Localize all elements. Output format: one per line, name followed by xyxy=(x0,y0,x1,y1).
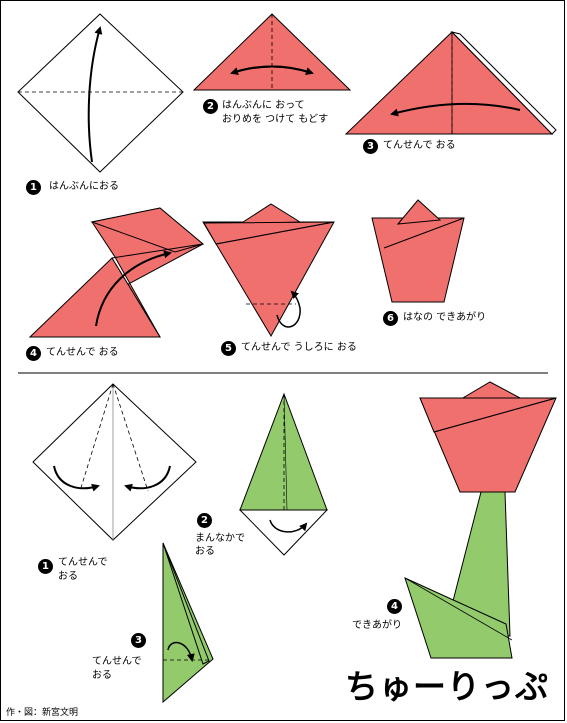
stem-step2-label-line2: おる xyxy=(195,546,215,557)
flower-step2-label-line2: おりめを つけて もどす xyxy=(222,114,329,125)
stem-step3-number: 3 xyxy=(131,633,146,648)
stem-step2-paper xyxy=(238,392,329,556)
final-tulip xyxy=(404,381,557,659)
stem-step3-label-line2: おる xyxy=(92,670,112,681)
flower-step5-label: てんせんで うしろに おる xyxy=(241,342,357,353)
flower-step1-number: 1 xyxy=(26,180,41,195)
flower-step5-number: 5 xyxy=(221,341,236,356)
flower-step6-label: はなの できあがり xyxy=(403,312,487,323)
stem-step1-label-line2: おる xyxy=(58,571,78,582)
flower-step3-number: 3 xyxy=(363,139,378,154)
flower-step6-number: 6 xyxy=(383,311,398,326)
stem-step2-label: まんなかで xyxy=(195,533,245,544)
flower-step1-label: はんぶんにおる xyxy=(49,181,119,192)
stem-step3-paper xyxy=(162,542,214,704)
stem-step2-number: 2 xyxy=(197,513,212,528)
credit-text: 作・図：新宮文明 xyxy=(6,708,79,718)
flower-step4-label: てんせんで おる xyxy=(46,347,119,358)
flower-step4-number: 4 xyxy=(26,346,41,361)
stem-step3-label: てんせんで xyxy=(92,656,142,667)
stem-step1-number: 1 xyxy=(38,559,53,574)
stem-step1-label: てんせんで xyxy=(58,557,108,568)
stem-step4-label: できあがり xyxy=(352,620,402,631)
flower-step1-paper xyxy=(17,13,184,173)
page-title: ちゅーりっぷ xyxy=(345,667,549,706)
flower-step4-paper xyxy=(28,207,205,338)
flower-step2-number: 2 xyxy=(203,99,218,114)
flower-step2-paper xyxy=(192,13,352,91)
flower-step5-paper xyxy=(202,203,335,338)
stem-step4-number: 4 xyxy=(387,599,402,614)
flower-step3-paper xyxy=(344,31,557,135)
stem-step1-paper xyxy=(32,383,197,541)
flower-step2-label: はんぶんに おって xyxy=(222,100,305,111)
flower-step6-paper xyxy=(371,199,465,303)
flower-step3-label: てんせんで おる xyxy=(383,140,456,151)
